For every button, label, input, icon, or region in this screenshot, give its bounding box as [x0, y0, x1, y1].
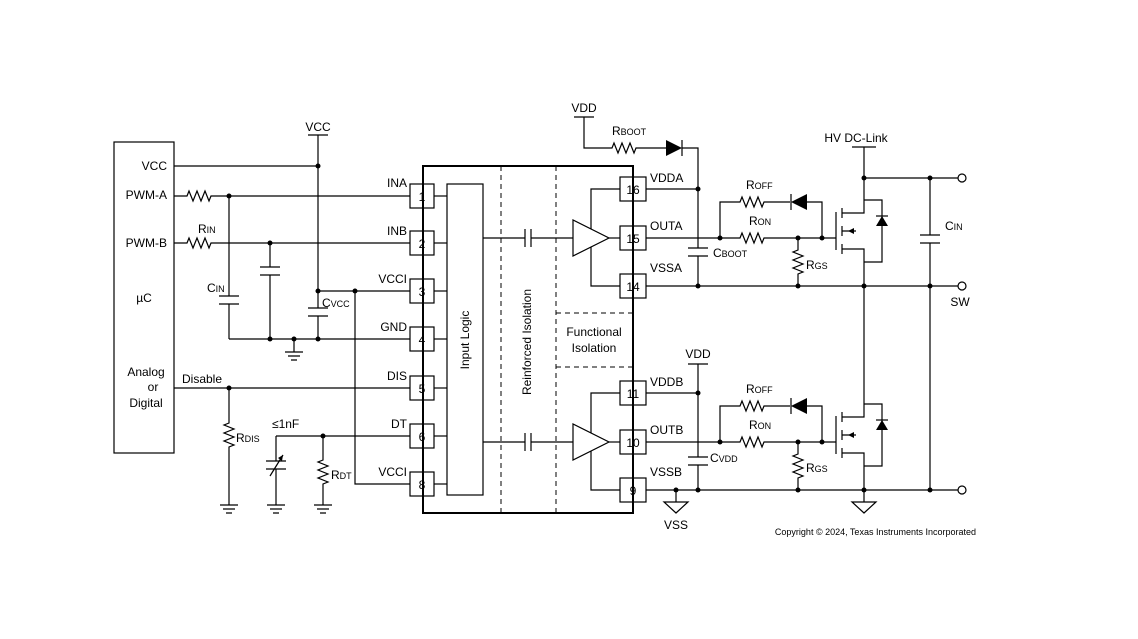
ron-a-label: RON [749, 214, 771, 228]
mcu-analog-label: Analog [127, 365, 164, 379]
vcc-supply-label: VCC [305, 120, 331, 134]
roff-b-label: ROFF [746, 382, 773, 396]
cvcc-label: CVCC [322, 296, 350, 310]
cin-right-label: CIN [945, 219, 963, 233]
pin-num: 14 [626, 280, 640, 294]
pin-name: DIS [387, 369, 407, 383]
pin-name: VCCI [378, 465, 407, 479]
pin-num: 2 [419, 237, 426, 251]
cboot-label: CBOOT [713, 246, 748, 260]
isolation-capacitor-a [483, 229, 573, 247]
vdd-top-label: VDD [571, 101, 597, 115]
cap-dt-label: ≤1nF [272, 417, 299, 431]
pin-num: 16 [626, 183, 640, 197]
pin-name: VDDB [650, 375, 683, 389]
capacitor-cvdd [688, 456, 708, 490]
pin-num: 8 [419, 478, 426, 492]
diode-boot [666, 140, 682, 156]
rgs-b-label: RGS [806, 461, 828, 475]
pin-num: 1 [419, 190, 426, 204]
pin-name: INB [387, 224, 407, 238]
cin-left-label: CIN [207, 281, 225, 295]
rin-main: RIN [198, 222, 216, 236]
resistor-rdt [316, 436, 330, 505]
rgs-a-label: RGS [806, 258, 828, 272]
pin-name: VSSB [650, 465, 682, 479]
resistor-roff-a [719, 195, 790, 238]
input-logic-label: Input Logic [458, 311, 472, 370]
capacitor-cin-left [219, 196, 239, 339]
resistor-rin [174, 236, 410, 250]
functional-isolation-line1: Functional [566, 325, 621, 339]
low-side-network: VDD CVDD ROFF RON RGS [646, 286, 967, 532]
capacitor-cin-right [920, 178, 940, 490]
resistor-roff-b [719, 399, 790, 442]
input-network: VCC RIN CIN CVCC Disable [174, 120, 410, 514]
vdd-mid-label: VDD [685, 347, 711, 361]
rboot-label: RBOOT [612, 124, 647, 138]
mcu-pwm-b-label: PWM-B [126, 236, 167, 250]
capacitor-cvcc [308, 291, 328, 339]
pin-name: DT [391, 417, 408, 431]
sw-label: SW [950, 295, 970, 309]
rdis-label: RDIS [236, 431, 260, 445]
driver-ic: Functional Isolation Reinforced Isolatio… [378, 165, 683, 514]
roff-a-label: ROFF [746, 178, 773, 192]
hv-dc-link-label: HV DC-Link [824, 131, 888, 145]
resistor-ron-b [720, 435, 836, 449]
resistor-rboot [574, 116, 666, 155]
diode-off-b [791, 398, 807, 414]
pin-name: GND [380, 320, 407, 334]
pin-num: 11 [627, 387, 640, 401]
pin-name: VCCI [378, 272, 407, 286]
pin-name: VDDA [650, 171, 683, 185]
isolation-capacitor-b [483, 433, 573, 451]
reinforced-isolation-label: Reinforced Isolation [520, 289, 534, 395]
pin-num: 9 [630, 484, 637, 498]
mcu-pwm-a-label: PWM-A [126, 188, 167, 202]
functional-isolation-line2: Isolation [572, 341, 617, 355]
resistor-pwm-a [174, 189, 410, 203]
right-pins: 16 VDDA 15 OUTA 14 VSSA 11 VDDB 10 OUTB … [619, 171, 683, 503]
rdt-label: RDT [331, 468, 352, 482]
resistor-ron-a [720, 231, 836, 245]
capacitor-dt [266, 436, 286, 505]
cvdd-label: CVDD [710, 451, 738, 465]
capacitor-pwm-b [260, 243, 280, 339]
mosfet-high [835, 178, 888, 286]
vss-label: VSS [664, 518, 688, 532]
resistor-rgs-b [791, 442, 805, 490]
pin-num: 6 [419, 430, 426, 444]
resistor-rgs-a [791, 238, 805, 286]
pin-num: 4 [419, 333, 426, 347]
diode-off-a [791, 194, 807, 210]
pin-name: VSSA [650, 261, 682, 275]
mcu-vcc-label: VCC [142, 159, 168, 173]
mcu-label: µC [136, 291, 152, 305]
pin-num: 15 [626, 232, 640, 246]
mosfet-low [835, 286, 888, 490]
mcu-digital-label: Digital [129, 396, 162, 410]
capacitor-cboot [688, 247, 708, 286]
high-side-network: VDD RBOOT CBOOT ROFF RON RGS SW [571, 101, 970, 490]
mcu-or-label: or [148, 380, 159, 394]
microcontroller: VCC PWM-A PWM-B µC Analog or Digital [113, 141, 175, 454]
pin-name: OUTA [650, 219, 682, 233]
pin-num: 5 [419, 382, 426, 396]
left-pins: 1 INA 2 INB 3 VCCI 4 GND 5 DIS 6 DT 8 [378, 176, 447, 497]
pin-num: 3 [419, 285, 426, 299]
pin-name: INA [387, 176, 407, 190]
copyright-text: Copyright © 2024, Texas Instruments Inco… [775, 527, 976, 537]
disable-label: Disable [182, 372, 222, 386]
resistor-rdis [222, 388, 236, 505]
pin-num: 10 [626, 436, 640, 450]
pin-name: OUTB [650, 423, 683, 437]
ron-b-label: RON [749, 418, 771, 432]
